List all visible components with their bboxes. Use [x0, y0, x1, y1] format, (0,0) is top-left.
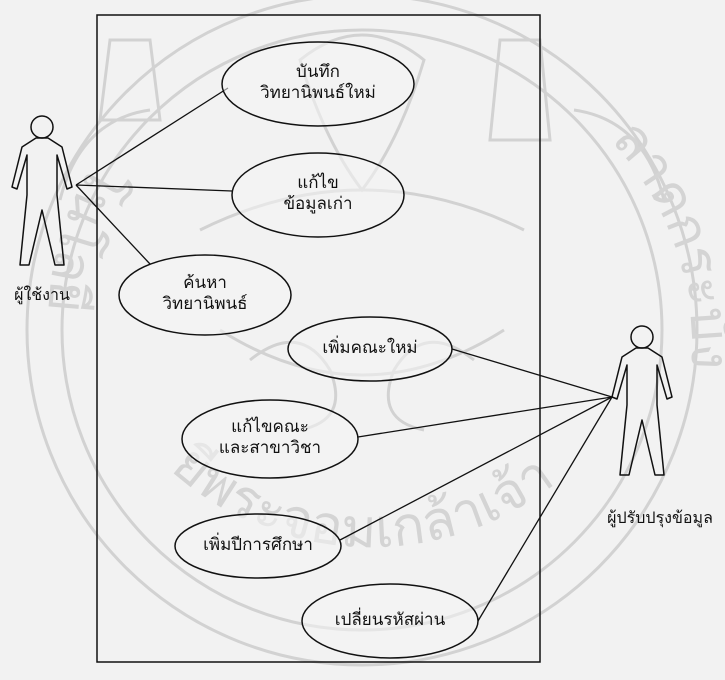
use-case-label-line: บันทึก: [296, 62, 340, 82]
use-case-label-line: ข้อมูลเก่า: [283, 194, 353, 215]
actor-label-updater: ผู้ปรับปรุงข้อมูล: [607, 508, 713, 527]
use-case-label-line: เพิ่มคณะใหม่: [322, 338, 418, 358]
use-case-label-uc6: เพิ่มปีการศึกษา: [175, 535, 341, 556]
use-case-label-line: ค้นหา: [183, 273, 227, 293]
use-case-label-uc5: แก้ไขคณะและสาขาวิชา: [182, 417, 358, 460]
use-case-label-line: และสาขาวิชา: [218, 438, 322, 459]
association-line-user-uc1: [75, 87, 229, 186]
use-case-ellipse-uc4: [287, 316, 453, 382]
use-case-ellipse-uc7: [301, 583, 479, 659]
use-case-label-uc2: แก้ไขข้อมูลเก่า: [232, 173, 404, 216]
use-case-ellipse-uc5: [181, 399, 359, 479]
use-case-label-line: แก้ไข: [297, 173, 339, 193]
use-case-label-uc3: ค้นหาวิทยานิพนธ์: [119, 273, 291, 316]
use-case-label-line: เพิ่มปีการศึกษา: [203, 535, 313, 555]
association-line-updater-uc4: [451, 348, 613, 398]
use-case-label-uc7: เปลี่ยนรหัสผ่าน: [302, 610, 478, 631]
use-case-label-line: วิทยานิพนธ์: [162, 294, 248, 315]
actor-user-icon: [11, 115, 73, 266]
actor-label-user: ผู้ใช้งาน: [14, 285, 70, 304]
use-case-label-line: แก้ไขคณะ: [231, 417, 309, 437]
system-boundary: [96, 14, 541, 663]
association-line-updater-uc6: [339, 396, 613, 541]
actor-updater-icon: [611, 325, 673, 476]
use-case-label-uc4: เพิ่มคณะใหม่: [288, 338, 452, 359]
use-case-ellipse-uc6: [174, 513, 342, 579]
use-case-ellipse-uc1: [221, 41, 415, 127]
use-case-label-line: วิทยานิพนธ์ใหม่: [260, 83, 376, 104]
use-case-ellipse-uc3: [118, 254, 292, 336]
use-case-ellipse-uc2: [231, 152, 405, 238]
use-case-label-uc1: บันทึกวิทยานิพนธ์ใหม่: [222, 62, 414, 105]
association-line-updater-uc5: [357, 396, 613, 438]
association-line-updater-uc7: [477, 396, 613, 622]
use-case-label-line: เปลี่ยนรหัสผ่าน: [334, 610, 446, 630]
association-line-user-uc3: [75, 184, 151, 265]
association-line-user-uc2: [75, 184, 233, 192]
